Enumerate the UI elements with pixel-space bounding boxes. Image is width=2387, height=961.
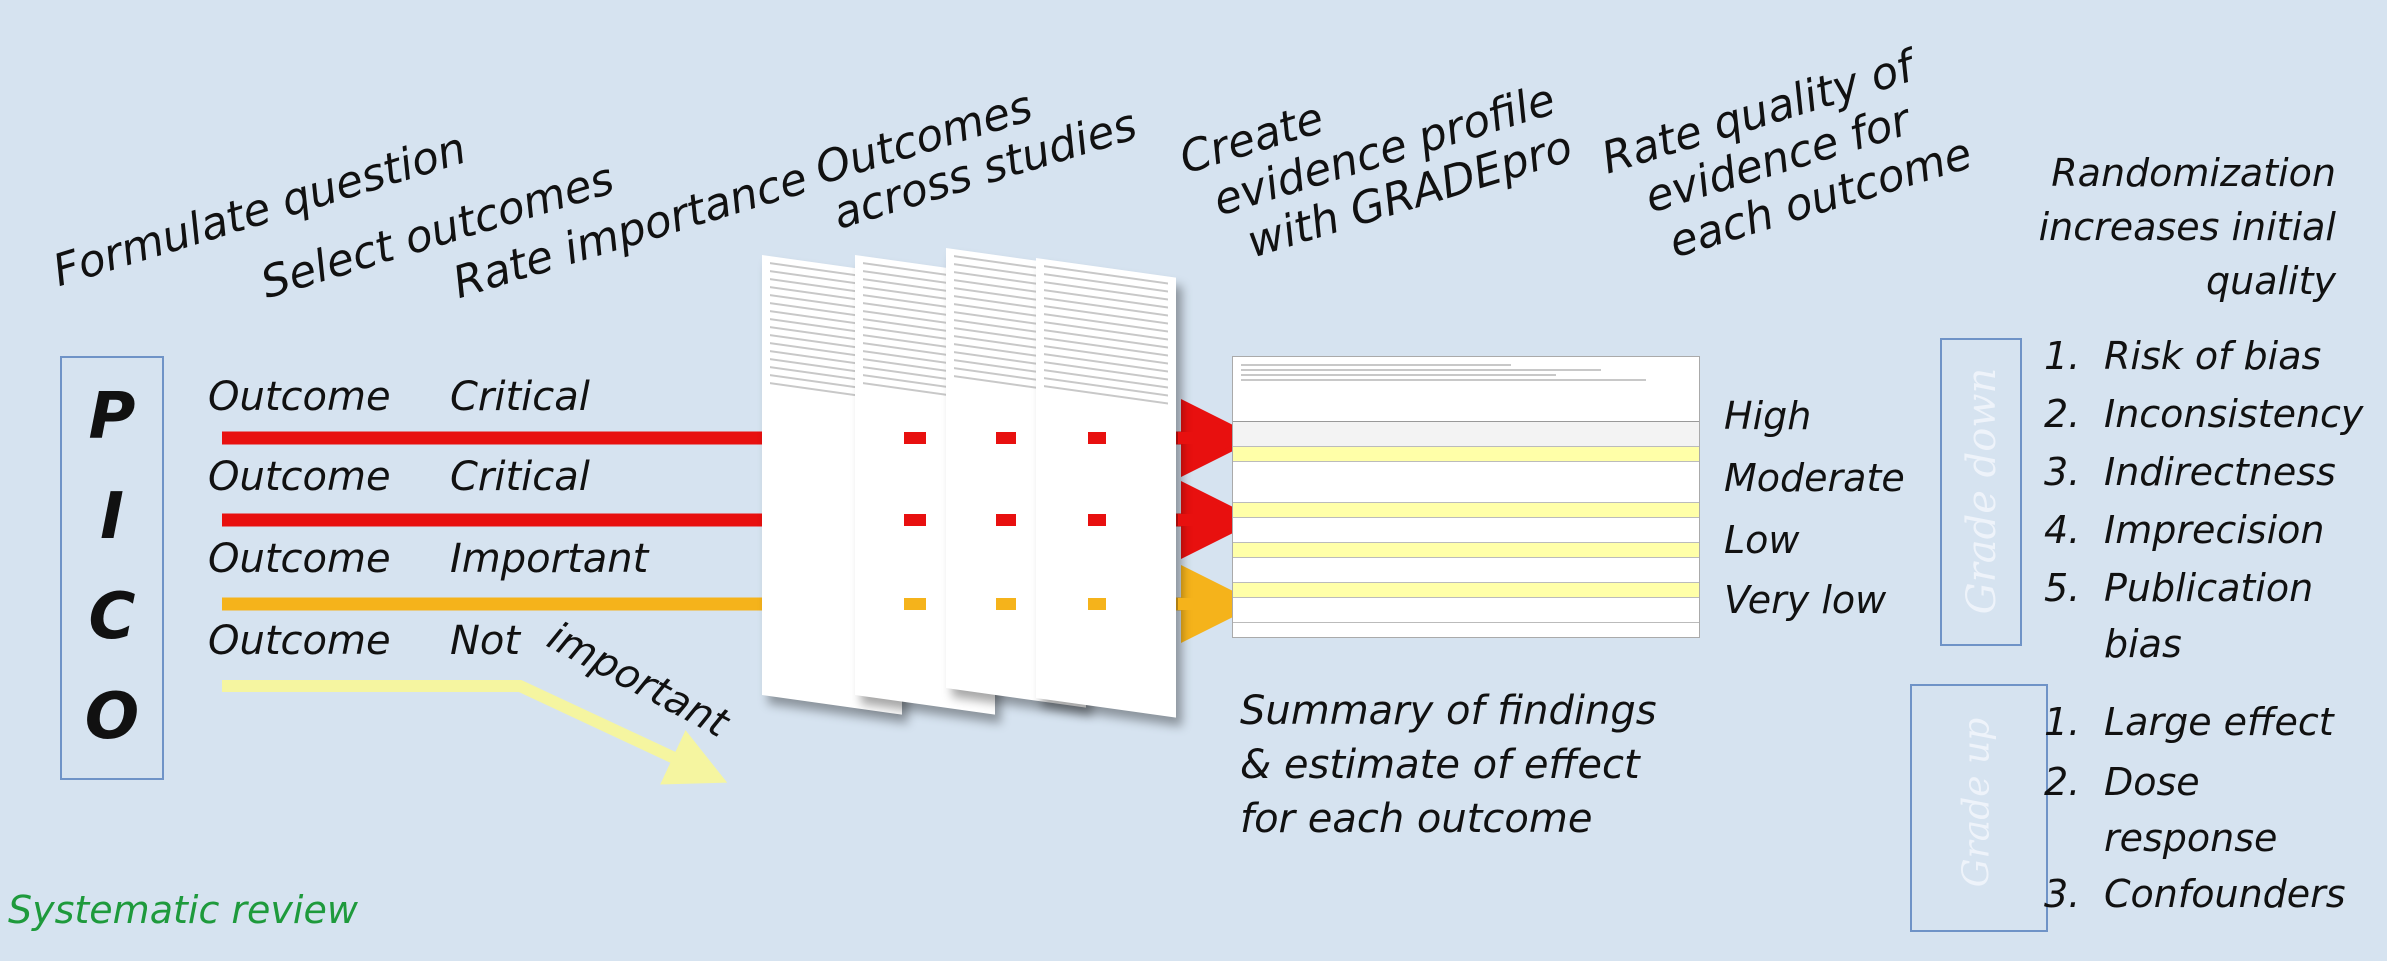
arrow-seg-red-2b xyxy=(996,514,1016,526)
grade-up-num-2: 2. xyxy=(2044,760,2081,804)
grade-down-item-5: Publication xyxy=(2104,566,2314,610)
grade-down-item-5-cont: bias xyxy=(2104,622,2182,666)
quality-level-high: High xyxy=(1724,394,1812,438)
arrow-seg-red-1b xyxy=(996,432,1016,444)
evidence-profile-table xyxy=(1232,356,1700,638)
importance-label-2: Critical xyxy=(450,454,590,500)
arrow-seg-red-2a xyxy=(904,514,926,526)
arrow-seg-orange-a xyxy=(904,598,926,610)
randomization-line1: Randomization xyxy=(2051,151,2336,195)
arrow-seg-red-1c xyxy=(1088,432,1106,444)
randomization-line3: quality xyxy=(2206,259,2336,303)
grade-up-box: Grade up xyxy=(1910,684,2048,932)
summary-line3: for each outcome xyxy=(1240,796,1593,842)
grade-up-item-1: Large effect xyxy=(2104,700,2334,744)
arrow-seg-red-1a xyxy=(904,432,926,444)
outcome-label-2: Outcome xyxy=(208,454,391,500)
arrow-seg-orange-b xyxy=(996,598,1016,610)
quality-level-moderate: Moderate xyxy=(1724,456,1905,500)
pico-letter-o: O xyxy=(84,680,140,754)
randomization-line2: increases initial xyxy=(2038,205,2336,249)
pico-box: P I C O xyxy=(60,356,164,780)
outcome-label-1: Outcome xyxy=(208,374,391,420)
pico-letter-c: C xyxy=(88,580,136,654)
grade-up-item-3: Confounders xyxy=(2104,872,2346,916)
arrowhead-orange xyxy=(1214,588,1248,620)
grade-down-label: Grade down xyxy=(1959,367,2005,615)
grade-down-num-4: 4. xyxy=(2044,508,2081,552)
randomization-note: Randomization increases initial quality xyxy=(1960,146,2336,308)
quality-level-low: Low xyxy=(1724,518,1800,562)
grade-down-num-1: 1. xyxy=(2044,334,2081,378)
arrow-not-important xyxy=(222,680,728,785)
grade-up-list: 1. Large effect 2. Dose response 3. Confoun… xyxy=(2044,700,2384,930)
arrow-seg-orange-c xyxy=(1088,598,1106,610)
footer-systematic-review: Systematic review xyxy=(8,888,358,932)
grade-down-list: 1. Risk of bias 2. Inconsistency 3. Indirec… xyxy=(2044,334,2384,666)
grade-up-num-3: 3. xyxy=(2044,872,2081,916)
grade-down-num-5: 5. xyxy=(2044,566,2081,610)
arrowhead-red-2 xyxy=(1214,504,1248,536)
grade-down-num-3: 3. xyxy=(2044,450,2081,494)
outcome-label-4: Outcome xyxy=(208,618,391,664)
arrow-seg-red-2c xyxy=(1088,514,1106,526)
grade-down-item-2: Inconsistency xyxy=(2104,392,2364,436)
outcome-label-3: Outcome xyxy=(208,536,391,582)
grade-down-item-1: Risk of bias xyxy=(2104,334,2322,378)
importance-label-4: Not xyxy=(450,618,521,664)
grade-down-box: Grade down xyxy=(1940,338,2022,646)
pico-letter-i: I xyxy=(100,480,124,554)
grade-up-item-2-cont: response xyxy=(2104,816,2278,860)
grade-up-label: Grade up xyxy=(1956,717,1998,888)
summary-of-findings: Summary of findings & estimate of effect… xyxy=(1240,684,1657,846)
arrowhead-red-1 xyxy=(1214,422,1248,454)
summary-line1: Summary of findings xyxy=(1240,688,1657,734)
importance-label-1: Critical xyxy=(450,374,590,420)
grade-up-num-1: 1. xyxy=(2044,700,2081,744)
grade-down-item-4: Imprecision xyxy=(2104,508,2325,552)
grade-up-item-2: Dose xyxy=(2104,760,2200,804)
pico-letter-p: P xyxy=(88,380,136,454)
quality-level-very-low: Very low xyxy=(1724,578,1887,622)
grade-down-item-3: Indirectness xyxy=(2104,450,2336,494)
grade-down-num-2: 2. xyxy=(2044,392,2081,436)
importance-label-3: Important xyxy=(450,536,649,582)
summary-line2: & estimate of effect xyxy=(1240,742,1640,788)
